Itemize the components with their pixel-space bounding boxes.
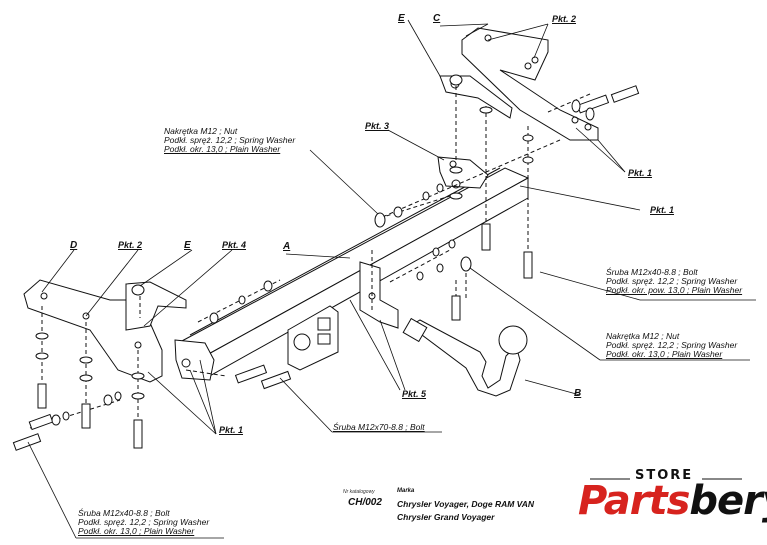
nut-note-right: Nakrętka M12 ; Nut Podkł. spręż. 12,2 ; … <box>606 332 737 359</box>
nut-note-top: Nakrętka M12 ; Nut Podkł. spręż. 12,2 ; … <box>164 127 295 154</box>
logo-store-rules <box>590 478 742 480</box>
nut-note-right-line2: Podkł. spręż. 12,2 ; Spring Washer <box>606 339 738 350</box>
ball-neck-b <box>402 317 528 397</box>
pkt5-label: Pkt. 5 <box>402 389 427 399</box>
nut-note-right-line3: Podkł. okr. 13,0 ; Plain Washer <box>606 348 723 359</box>
bolt-note-center-line: Śruba M12x70-8.8 ; Bolt <box>333 422 425 432</box>
bolt-note-center: Śruba M12x70-8.8 ; Bolt <box>333 423 425 432</box>
pkt2-left-label: Pkt. 2 <box>118 240 143 250</box>
catalog-number: CH/002 <box>348 497 382 508</box>
leader-lines <box>27 19 756 539</box>
label-e-top: E <box>398 13 405 24</box>
bolt-note-bottom-line3: Podkł. okr. 13,0 ; Plain Washer <box>78 525 195 536</box>
right-end-plate <box>437 156 489 189</box>
logo-store-text: STORE <box>635 468 694 483</box>
nut-note-top-line2: Podkł. spręż. 12,2 ; Spring Washer <box>164 134 296 145</box>
catalog-number-label: Nr katalogowy <box>343 489 375 495</box>
vehicle-label: Marka <box>397 488 415 494</box>
pkt2-top-label: Pkt. 2 <box>552 14 577 24</box>
bolt-note-bottom-line1: Śruba M12x40-8.8 ; Bolt <box>78 508 170 518</box>
label-a: A <box>283 241 291 252</box>
pkt1-mid-label: Pkt. 1 <box>650 205 675 215</box>
nut-note-top-line1: Nakrętka M12 ; Nut <box>164 126 238 136</box>
bolt-note-right-line2: Podkł. spręż. 12,2 ; Spring Washer <box>606 275 738 286</box>
label-b: B <box>574 388 582 399</box>
logo-bery: bery <box>689 478 767 524</box>
bolt-note-bottom: Śruba M12x40-8.8 ; Bolt Podkł. spręż. 12… <box>78 509 209 536</box>
socket-plate <box>287 305 339 371</box>
bolts <box>12 85 640 451</box>
pkt1-right-label: Pkt. 1 <box>628 168 653 178</box>
vehicle-line2: Chrysler Grand Voyager <box>397 512 495 522</box>
nut-note-top-line3: Podkł. okr. 13,0 ; Plain Washer <box>164 143 281 154</box>
label-d: D <box>70 240 78 251</box>
pkt4-label: Pkt. 4 <box>222 240 247 250</box>
label-e-left: E <box>184 240 191 251</box>
left-end-plate <box>174 339 215 381</box>
crossbar-a <box>178 167 530 379</box>
label-c: C <box>433 13 441 24</box>
nut-note-right-line1: Nakrętka M12 ; Nut <box>606 331 680 341</box>
bolt-note-right: Śruba M12x40-8.8 ; Bolt Podkł. spręż. 12… <box>606 268 742 295</box>
bracket-c <box>461 27 599 141</box>
bolt-note-right-line1: Śruba M12x40-8.8 ; Bolt <box>606 267 698 277</box>
vehicle-line1: Chrysler Voyager, Doge RAM VAN <box>397 499 534 509</box>
partsbery-logo: Partsbery <box>578 478 767 524</box>
logo-parts: Parts <box>578 478 690 524</box>
bolt-note-right-line3: Podkł. okr. pow. 13,0 ; Plain Washer <box>606 284 743 295</box>
washers-nuts <box>35 74 595 426</box>
pkt1-bottom-label: Pkt. 1 <box>219 425 244 435</box>
pkt3-label: Pkt. 3 <box>365 121 390 131</box>
bolt-note-bottom-line2: Podkł. spręż. 12,2 ; Spring Washer <box>78 516 210 527</box>
